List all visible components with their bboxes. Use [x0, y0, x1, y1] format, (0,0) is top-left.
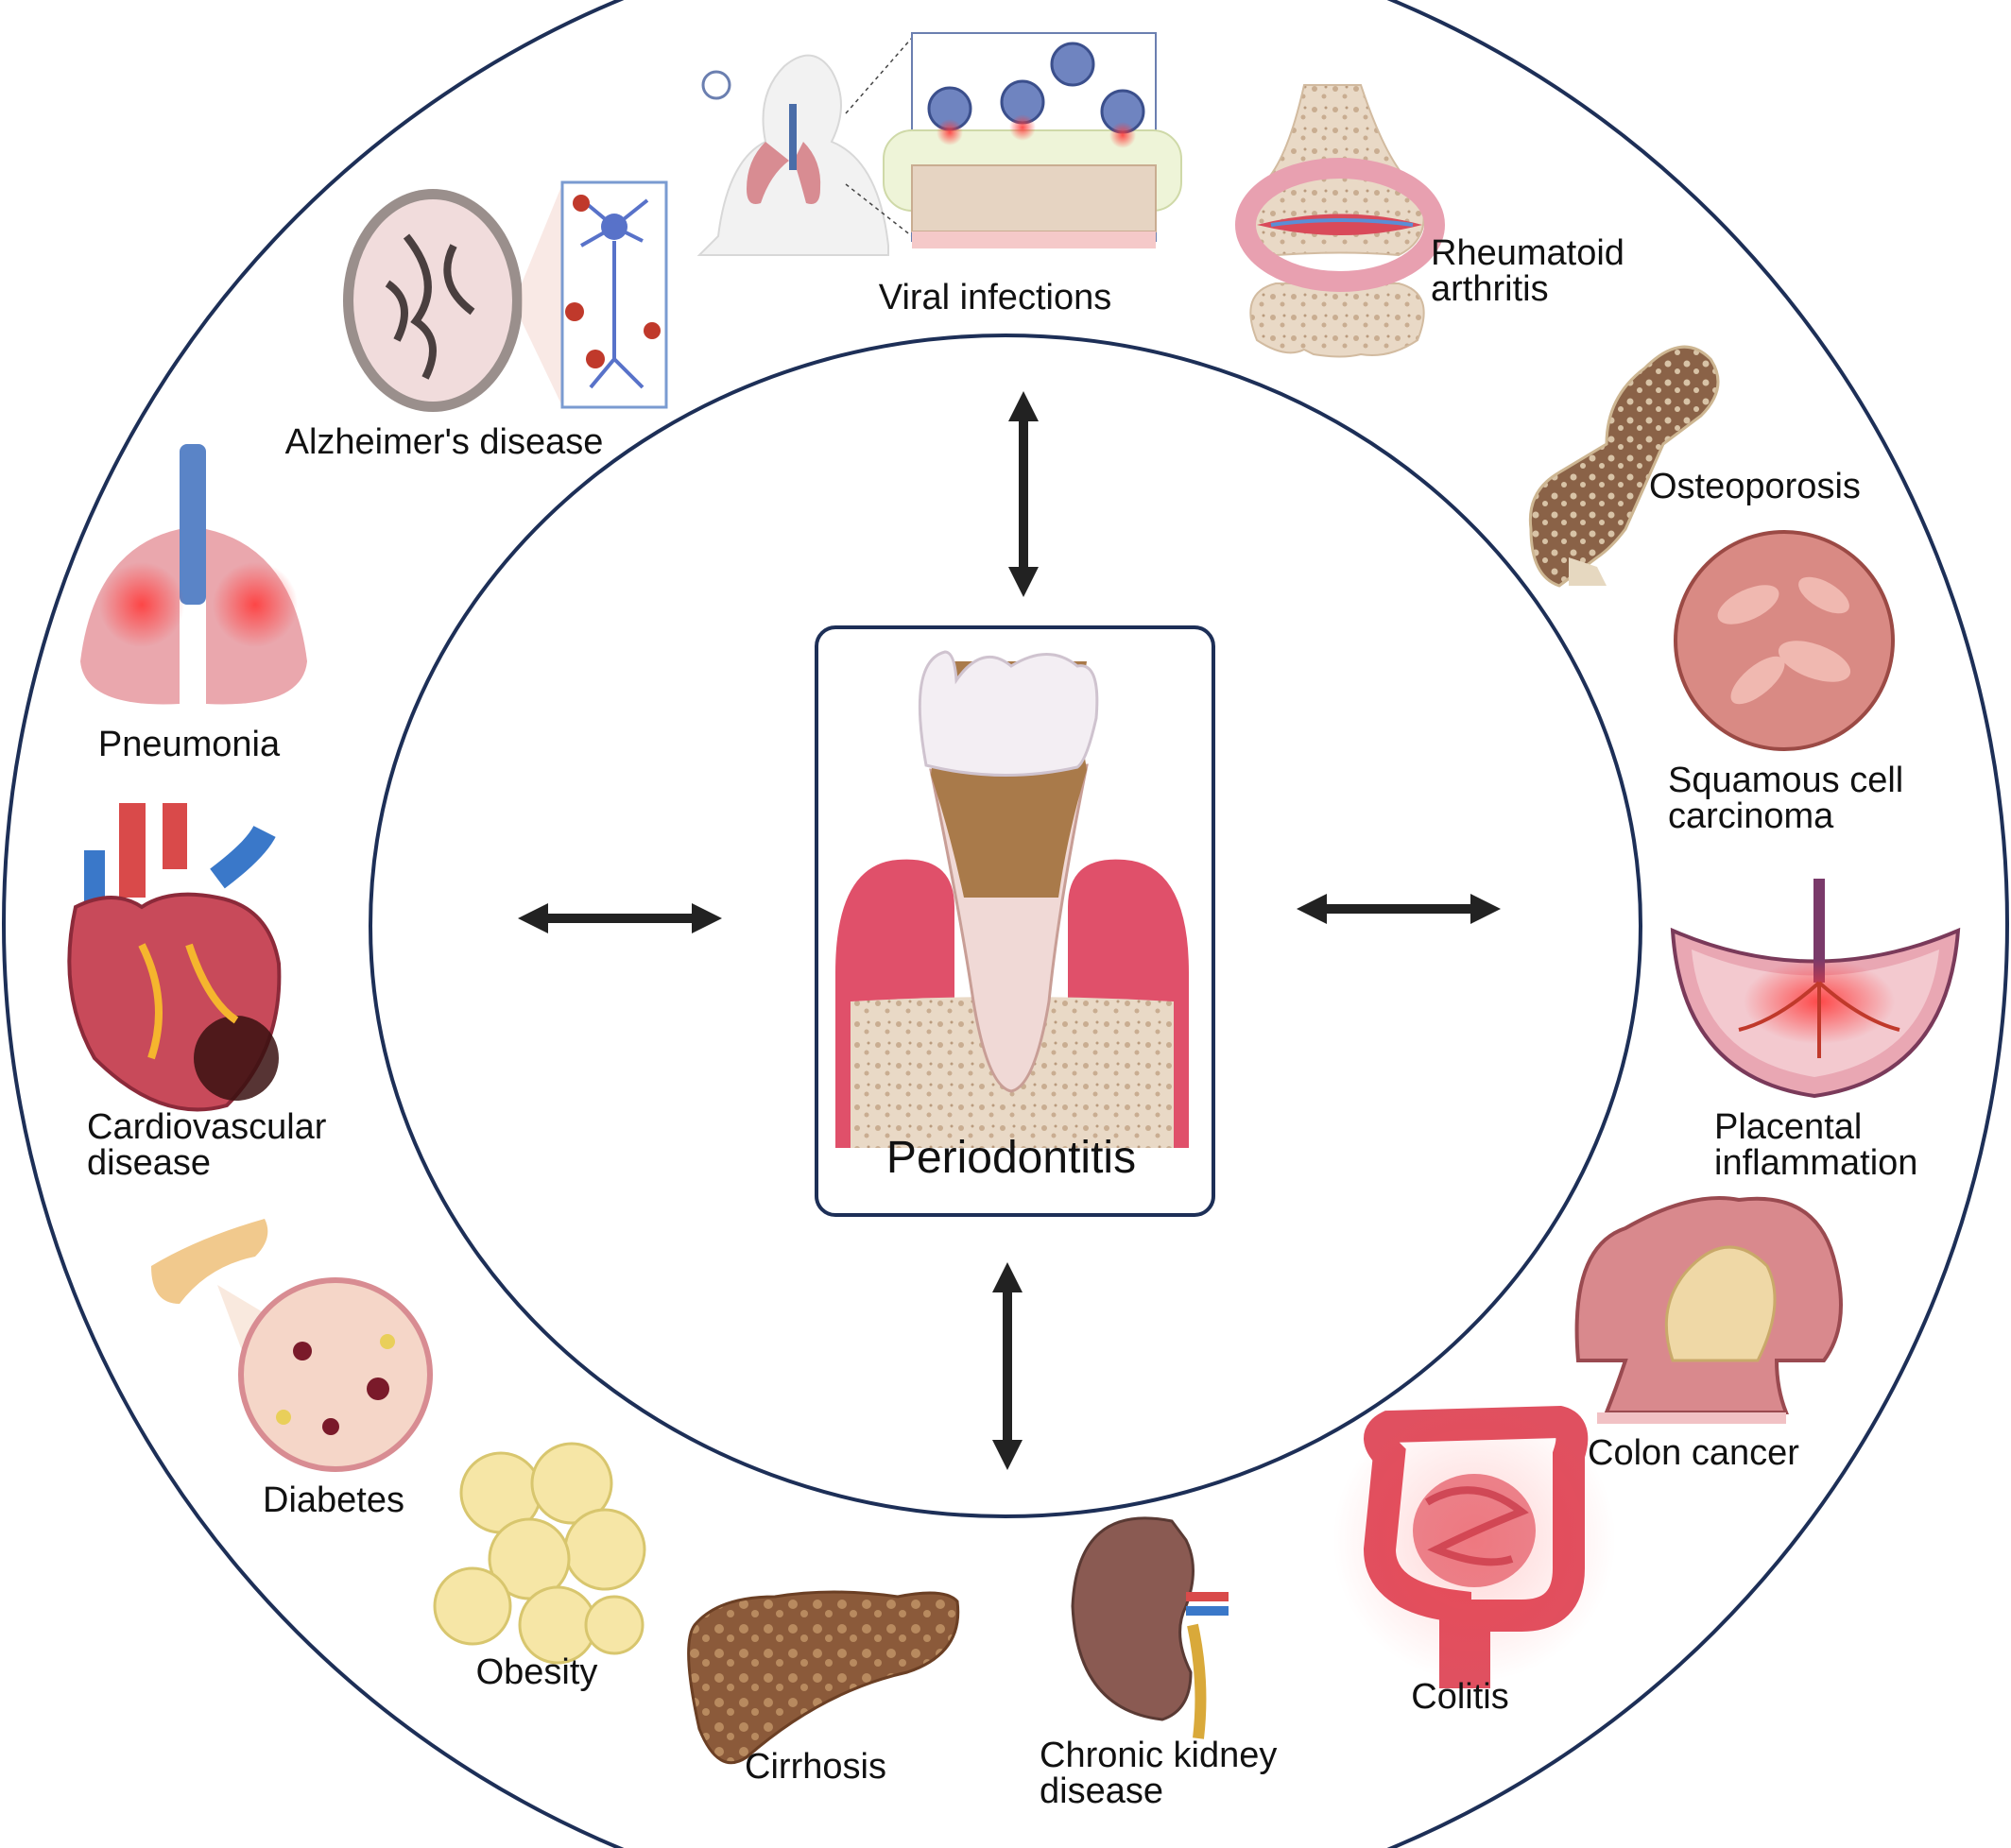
label-alzheimers: Alzheimer's disease [285, 422, 604, 462]
label-cardio-1: Cardiovascular [87, 1107, 327, 1147]
label-cardio-2: disease [87, 1143, 211, 1183]
label-colon-cancer: Colon cancer [1588, 1433, 1799, 1473]
placental-inflammation-illustration [1670, 879, 1961, 1099]
label-pneumonia: Pneumonia [98, 725, 281, 764]
label-rheumatoid-2: arthritis [1431, 269, 1549, 309]
label-obesity: Obesity [476, 1652, 598, 1692]
cirrhosis-illustration [687, 1590, 960, 1765]
colon-cancer-illustration [1574, 1196, 1843, 1424]
center-title: Periodontitis [886, 1133, 1136, 1183]
label-scc-1: Squamous cell [1668, 761, 1903, 800]
colitis-illustration [1332, 1398, 1616, 1688]
viral-infections-illustration [696, 32, 1182, 256]
tooth-illustration [835, 650, 1189, 1148]
cardiovascular-illustration [67, 803, 282, 1112]
pneumonia-illustration [80, 444, 307, 705]
label-scc-2: carcinoma [1668, 796, 1834, 836]
inner-ring [369, 334, 1642, 1518]
rheumatoid-arthritis-illustration [1235, 84, 1445, 358]
alzheimers-illustration [343, 180, 668, 412]
label-cirrhosis: Cirrhosis [745, 1747, 886, 1787]
label-rheumatoid-1: Rheumatoid [1431, 233, 1624, 273]
label-ckd-2: disease [1040, 1771, 1163, 1811]
label-colitis: Colitis [1411, 1677, 1508, 1717]
label-placental-1: Placental [1714, 1107, 1862, 1147]
obesity-illustration [433, 1442, 646, 1665]
label-osteoporosis: Osteoporosis [1649, 467, 1861, 506]
squamous-cell-carcinoma-illustration [1674, 530, 1895, 751]
osteoporosis-illustration [1528, 345, 1720, 588]
chronic-kidney-disease-illustration [1071, 1516, 1229, 1739]
diabetes-illustration [151, 1219, 433, 1472]
label-diabetes: Diabetes [263, 1480, 404, 1520]
label-ckd-1: Chronic kidney [1040, 1736, 1277, 1775]
label-viral-infections: Viral infections [879, 278, 1111, 317]
label-placental-2: inflammation [1714, 1143, 1917, 1183]
